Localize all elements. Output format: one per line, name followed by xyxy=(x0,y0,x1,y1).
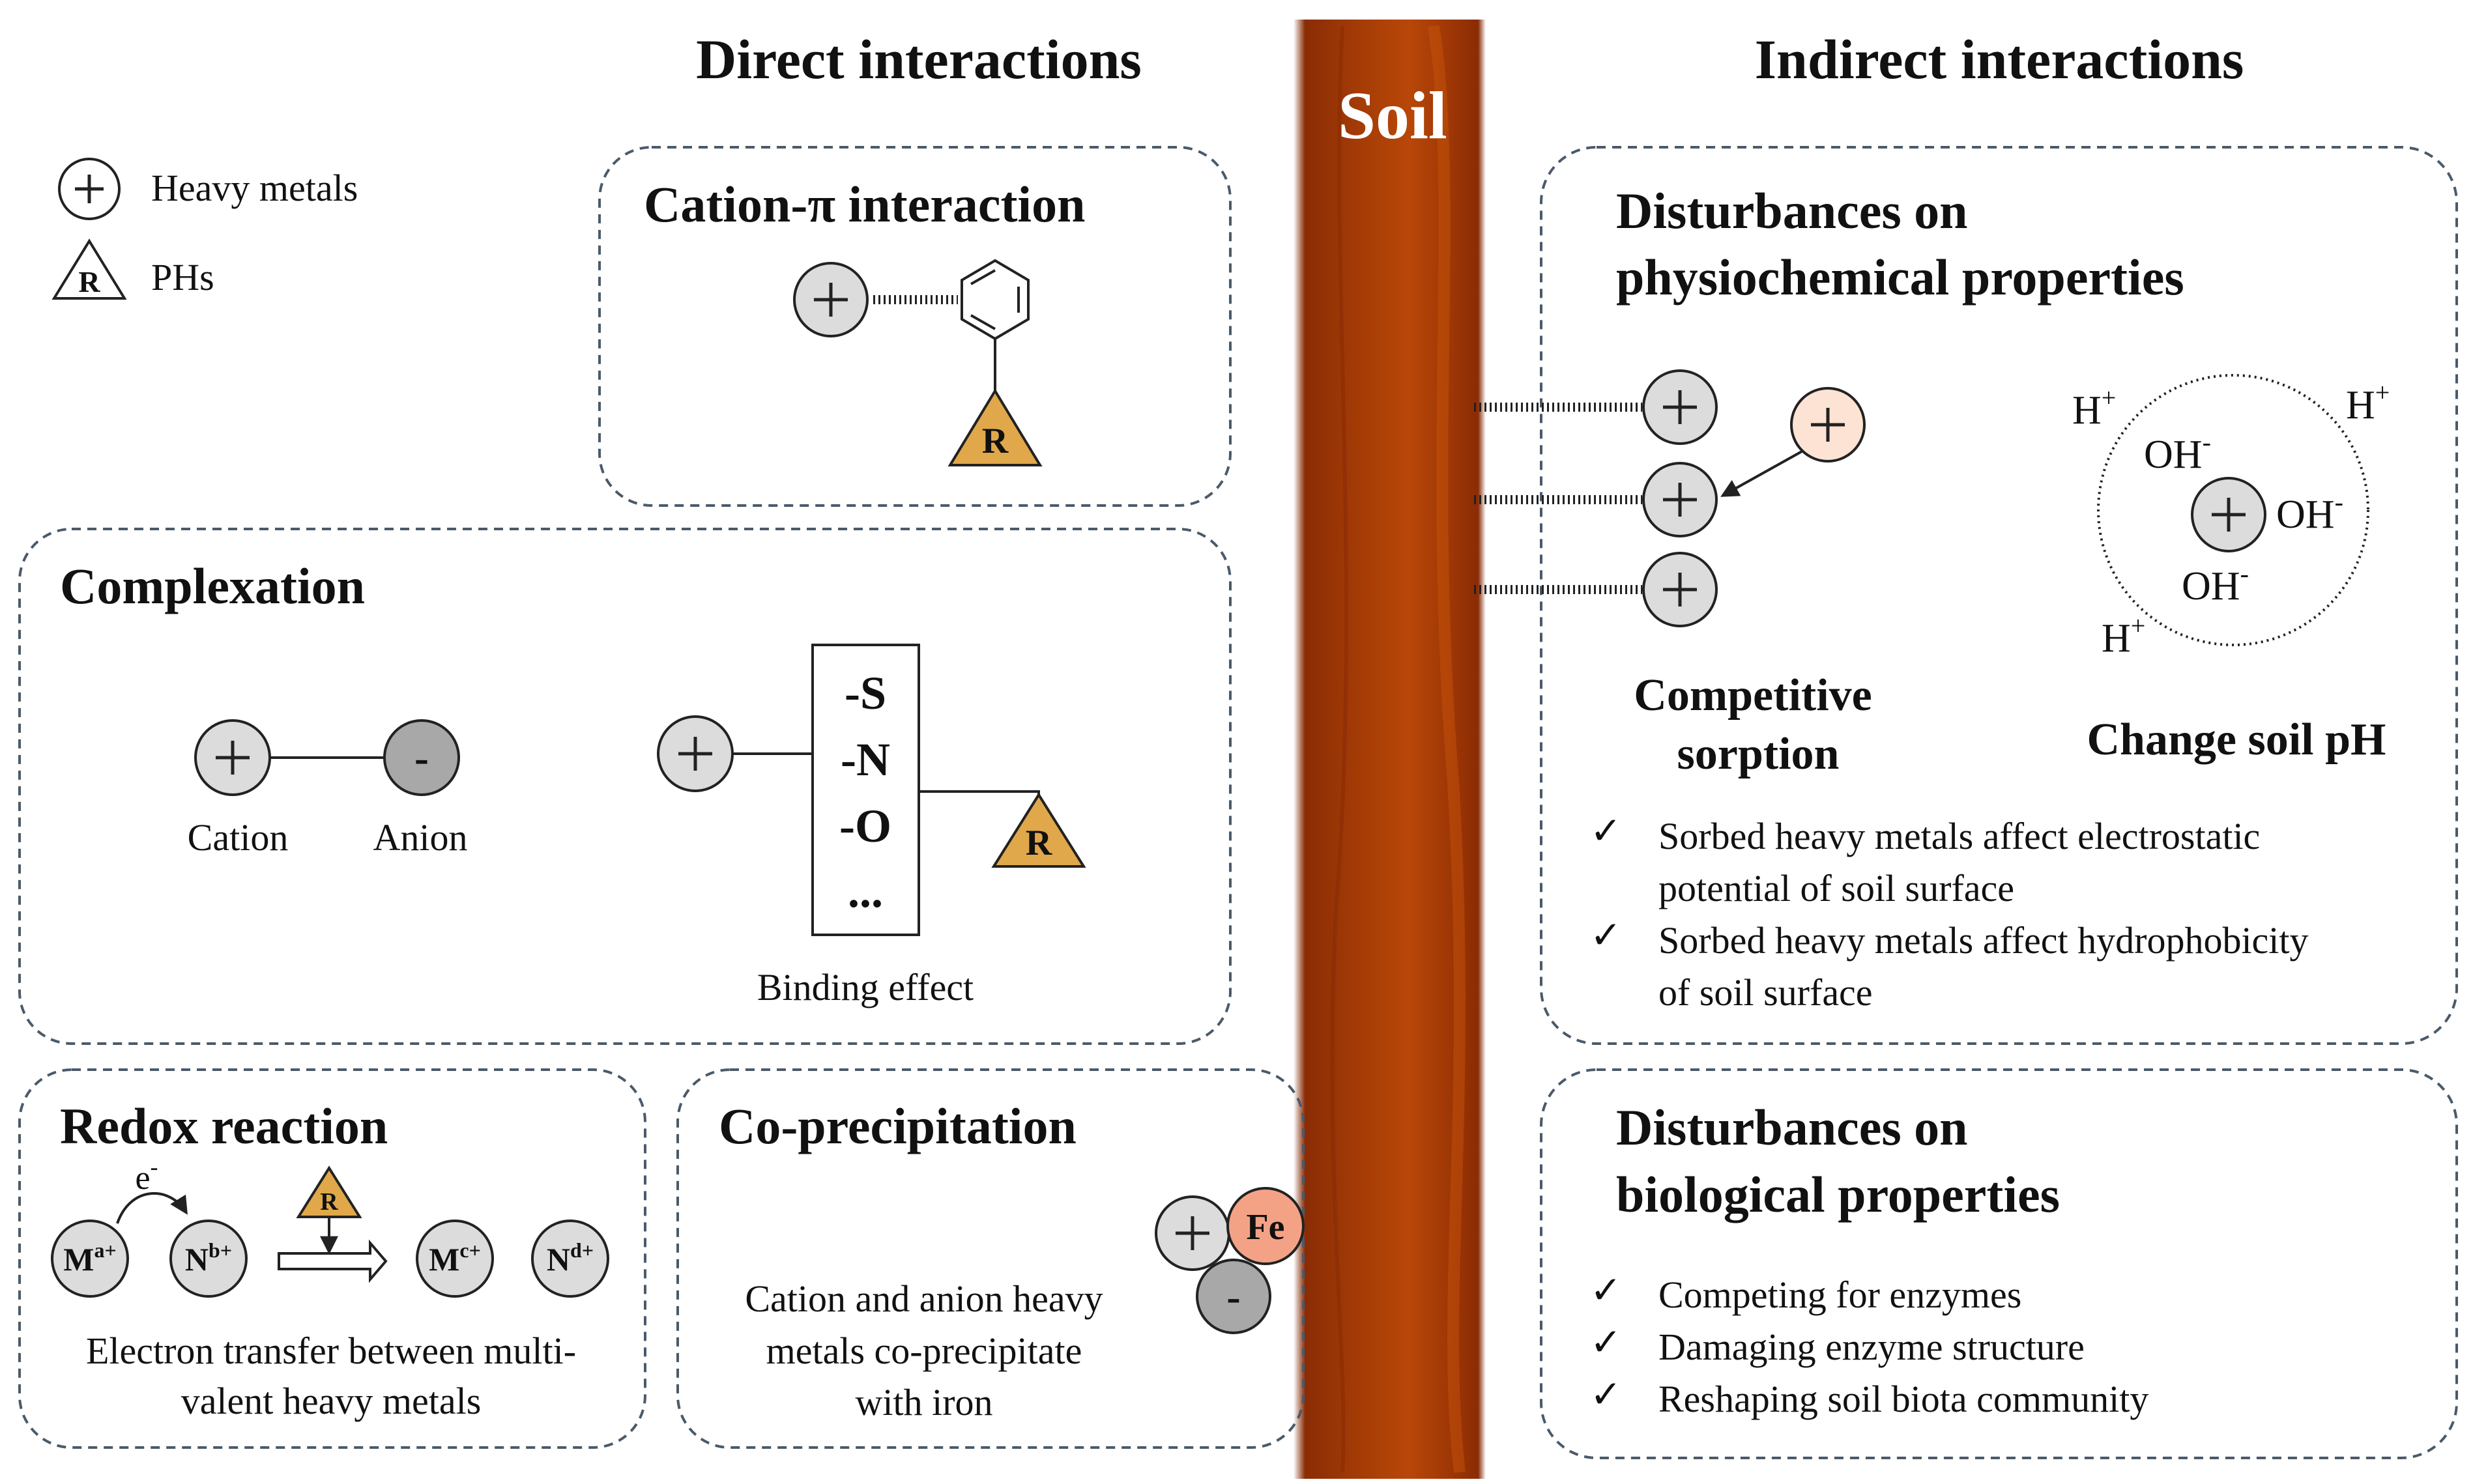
functional-group-s: -S xyxy=(845,667,886,719)
check-icon: ✓ xyxy=(1590,1321,1622,1363)
species-ma-label: Ma+ xyxy=(63,1238,116,1277)
physio-bullet-2-line1: Sorbed heavy metals affect hydrophobicit… xyxy=(1658,919,2309,962)
species-ma-icon xyxy=(51,1220,129,1298)
benzene-double-bond xyxy=(970,314,996,330)
complexation-box xyxy=(18,528,1232,1045)
bio-title-line1: Disturbances on xyxy=(1616,1099,1968,1156)
legend-r-symbol: R xyxy=(78,265,100,298)
redox-caption-line1: Electron transfer between multi- xyxy=(86,1330,576,1372)
coprecip-anion-icon xyxy=(1196,1259,1271,1334)
cation-pi-box xyxy=(598,146,1232,507)
binding-effect-label: Binding effect xyxy=(757,966,974,1008)
competitive-label-line1: Competitive xyxy=(1634,670,1872,721)
species-nd-icon xyxy=(531,1220,609,1298)
redox-caption-line2: valent heavy metals xyxy=(181,1380,482,1422)
soil-streak xyxy=(1428,25,1466,1474)
cation-pi-ph-icon xyxy=(947,388,1043,466)
cation-pi-panel: Cation-π interaction R xyxy=(598,146,1232,507)
hydroxide-label: OH- xyxy=(2182,559,2249,608)
check-icon: ✓ xyxy=(1590,810,1622,852)
cation-pi-r-symbol: R xyxy=(982,421,1009,461)
reaction-arrow-icon xyxy=(278,1239,388,1283)
species-nd-label: Nd+ xyxy=(547,1238,594,1277)
physio-box xyxy=(1540,146,2458,1045)
soil-column: Soil xyxy=(1294,20,1486,1479)
redox-r-symbol: R xyxy=(320,1188,338,1216)
direct-heading: Direct interactions xyxy=(696,28,1142,91)
species-mc-icon xyxy=(416,1220,494,1298)
coprecip-caption-line2: metals co-precipitate xyxy=(766,1330,1082,1372)
species-mc-label: Mc+ xyxy=(429,1238,481,1277)
binding-bond-right xyxy=(919,790,1040,811)
cation-pi-title: Cation-π interaction xyxy=(644,176,1085,233)
physio-title-line1: Disturbances on xyxy=(1616,182,1968,239)
legend-heavy-metals-label: Heavy metals xyxy=(151,167,358,209)
species-nb-icon xyxy=(169,1220,248,1298)
iron-label: Fe xyxy=(1246,1207,1284,1248)
coprecip-box xyxy=(676,1068,1305,1449)
physio-panel: Disturbances on physiochemical propertie… xyxy=(1474,146,2458,1045)
soil-title: Soil xyxy=(1338,78,1447,153)
functional-group-o: -O xyxy=(839,800,891,852)
bio-bullet-3: Reshaping soil biota community xyxy=(1658,1378,2148,1420)
redox-panel: Redox reaction e- Ma+ Nb+ R Mc+ Nd+ Elec… xyxy=(18,1068,646,1449)
electron-transfer-arrow xyxy=(116,1191,188,1224)
redox-box xyxy=(18,1068,646,1449)
complexation-panel: Complexation - Cation Anion -S -N -O ...… xyxy=(18,528,1232,1045)
proton-label: H+ xyxy=(2346,378,2390,427)
complexation-title: Complexation xyxy=(60,558,365,614)
legend-phs-label: PHs xyxy=(151,256,214,298)
coprecip-panel: Co-precipitation - Fe Cation and anion h… xyxy=(676,1068,1305,1449)
minus-symbol: - xyxy=(414,734,429,782)
proton-label: H+ xyxy=(2102,611,2145,661)
competitive-label-line2: sorption xyxy=(1677,729,1840,779)
competition-arrow xyxy=(1720,450,1802,497)
physio-title-line2: physiochemical properties xyxy=(1616,249,2184,306)
functional-group-more: ... xyxy=(848,865,883,917)
benzene-double-bond xyxy=(970,269,996,285)
complexation-anion-icon xyxy=(383,719,460,796)
electron-label: e- xyxy=(135,1154,158,1197)
binding-r-symbol: R xyxy=(1026,823,1052,863)
binding-ph-icon xyxy=(991,792,1086,868)
soil-band xyxy=(1294,20,1486,1479)
bio-title-line2: biological properties xyxy=(1616,1166,2060,1223)
proton-label: H+ xyxy=(2072,383,2116,433)
indirect-heading: Indirect interactions xyxy=(1755,28,2244,91)
minus-symbol: - xyxy=(1226,1274,1240,1320)
anion-label: Anion xyxy=(373,816,468,859)
bio-panel: Disturbances on biological properties ✓ … xyxy=(1540,1068,2458,1459)
soil-streak xyxy=(1330,25,1349,1473)
physio-bullet-1-line2: potential of soil surface xyxy=(1658,867,2014,909)
check-icon: ✓ xyxy=(1590,1269,1622,1311)
hydroxide-label: OH- xyxy=(2144,427,2211,477)
change-ph-label: Change soil pH xyxy=(2087,715,2386,765)
species-nb-label: Nb+ xyxy=(185,1238,232,1277)
redox-title: Redox reaction xyxy=(60,1098,388,1154)
functional-group-n: -N xyxy=(841,734,890,786)
physio-bullet-2-line2: of soil surface xyxy=(1658,971,1873,1014)
bio-bullet-1: Competing for enzymes xyxy=(1658,1274,2021,1316)
cation-label: Cation xyxy=(188,816,289,859)
bio-box xyxy=(1540,1068,2458,1459)
physio-bullet-1-line1: Sorbed heavy metals affect electrostatic xyxy=(1658,815,2260,857)
legend: Heavy metals R PHs xyxy=(51,158,358,300)
legend-ph-icon xyxy=(51,238,127,300)
coprecip-caption-line1: Cation and anion heavy xyxy=(745,1277,1103,1320)
functional-group-box xyxy=(811,644,920,936)
coprecip-title: Co-precipitation xyxy=(719,1098,1077,1154)
hydroxide-label: OH- xyxy=(2276,487,2343,537)
coprecip-caption-line3: with iron xyxy=(855,1381,992,1423)
bio-bullet-2: Damaging enzyme structure xyxy=(1658,1326,2085,1368)
ph-sphere xyxy=(2097,374,2369,646)
check-icon: ✓ xyxy=(1590,914,1622,956)
check-icon: ✓ xyxy=(1590,1373,1622,1416)
iron-icon xyxy=(1226,1187,1305,1265)
